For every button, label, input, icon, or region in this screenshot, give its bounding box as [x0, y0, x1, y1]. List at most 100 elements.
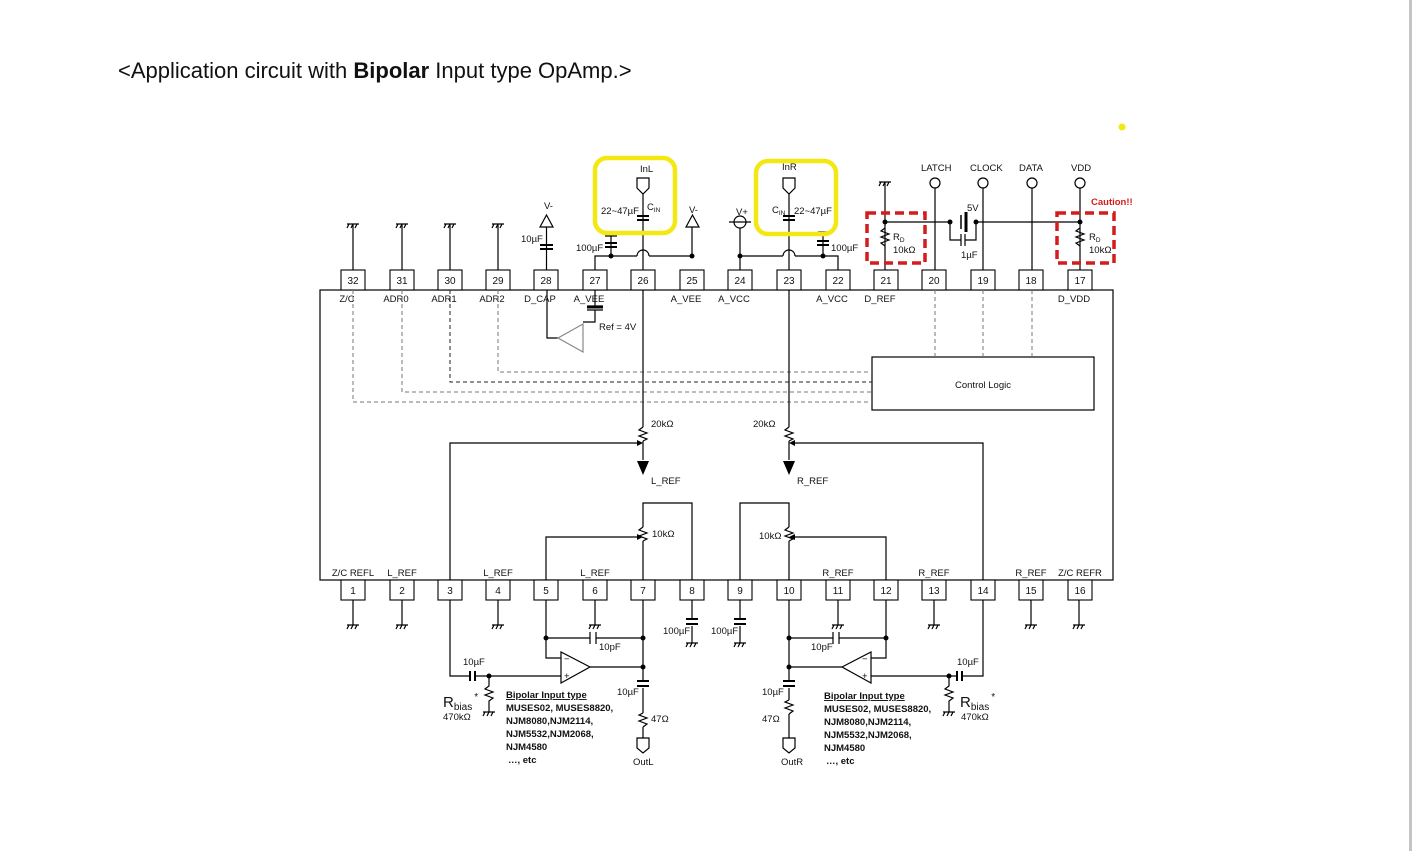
pin-23: 23	[776, 269, 802, 291]
pin-number: 24	[734, 276, 746, 287]
pin-number: 16	[1074, 586, 1086, 597]
pin-number: 13	[928, 586, 940, 597]
r-20k-label: 20kΩ	[753, 419, 775, 430]
r-ref-arrow-icon	[783, 461, 795, 475]
ref-voltage-label: Ref = 4V	[599, 322, 637, 333]
data-terminal-icon	[1026, 177, 1038, 189]
pin-28: 28D_CAP	[524, 269, 559, 305]
left-opamp-note: Bipolar Input type MUSES02, MUSES8820, N…	[506, 690, 613, 766]
pin-5: 5	[533, 579, 559, 601]
v-minus-2-label: V-	[689, 205, 698, 216]
input-right-label: InR	[782, 162, 797, 173]
pin-10: 10	[776, 579, 802, 601]
pin-6: 6 L_REF	[580, 568, 610, 601]
left-opamp-plus: +	[564, 671, 570, 682]
pin-15: 15R_REF	[1015, 568, 1047, 601]
rd-right-value: 10kΩ	[1089, 245, 1111, 256]
left-note-line: NJM5532,NJM2068,	[506, 729, 594, 740]
left-note-line: NJM8080,NJM2114,	[506, 716, 593, 727]
output-left-terminal-icon	[636, 737, 650, 754]
pin9-capacitor-label: 100µF	[711, 626, 738, 637]
pin-20: 20	[921, 269, 947, 291]
pin-number: 5	[543, 586, 549, 597]
pin-number: 6	[592, 586, 598, 597]
pin-number: 27	[589, 276, 601, 287]
output-right-terminal-icon	[782, 737, 796, 754]
pin-number: 23	[783, 276, 795, 287]
pin-21: 21D_REF	[864, 269, 899, 305]
bypass-capacitor-label: 1µF	[961, 250, 978, 261]
cin-left-value: 22~47µF	[601, 206, 639, 217]
cin-right-label: CIN	[772, 205, 786, 217]
pin-19: 19	[970, 269, 996, 291]
pin-7: 7	[630, 579, 656, 601]
pin-12: 12	[873, 579, 899, 601]
bottom-grounds: 100µF 100µF	[346, 600, 1085, 648]
caution-label: Caution!!	[1091, 197, 1133, 208]
pin-label: D_CAP	[524, 294, 556, 305]
pin-number: 11	[833, 586, 844, 597]
pin-22: 22A_VCC	[816, 269, 851, 305]
pin-4: 4L_REF	[483, 568, 513, 601]
pin-label: A_VEE	[671, 294, 702, 305]
pin-label: R_REF	[1015, 568, 1046, 579]
right-output-capacitor-label: 10µF	[762, 687, 784, 698]
ic-body	[319, 289, 1114, 581]
pin-label: R_REF	[822, 568, 853, 579]
right-rbias-value: 470kΩ	[961, 712, 989, 723]
pin-label: Z/C	[339, 294, 354, 305]
yellow-marker-dot	[1118, 123, 1126, 131]
top-ground-wires	[346, 223, 504, 270]
pin-number: 10	[783, 586, 795, 597]
battery-label: 5V	[967, 203, 979, 214]
pin-label: Z/C REFR	[1058, 568, 1102, 579]
pin-number: 21	[880, 276, 892, 287]
input-left-terminal-icon	[636, 177, 650, 195]
left-feedback-capacitor-label: 10pF	[599, 642, 621, 653]
pin-number: 31	[396, 276, 408, 287]
pin-16: 16 Z/C REFR	[1058, 568, 1102, 601]
rd-left-label: RD	[893, 232, 905, 244]
pin-number: 25	[686, 276, 698, 287]
signal-left: 20kΩ L_REF 10kΩ	[449, 290, 693, 580]
highlight-rd-left	[865, 211, 927, 265]
pin-number: 2	[399, 586, 405, 597]
pin-26: 26	[630, 269, 656, 291]
pin-number: 22	[832, 276, 844, 287]
avcc-network: V+ 100µF InR CIN 22~47µF	[729, 158, 858, 270]
v-minus-2-icon	[684, 213, 701, 228]
pin-label: L_REF	[580, 568, 610, 579]
right-opamp-plus: +	[862, 671, 868, 682]
left-rbias-label: Rbias*	[443, 692, 478, 713]
left-output-capacitor-label: 10µF	[617, 687, 639, 698]
left-rbias-value: 470kΩ	[443, 712, 471, 723]
highlight-rd-right	[1055, 211, 1116, 265]
right-opamp-icon	[840, 651, 872, 685]
pin-number: 30	[444, 276, 456, 287]
output-left-label: OutL	[633, 757, 654, 768]
title-prefix: <Application circuit with	[118, 58, 354, 83]
l-20k-label: 20kΩ	[651, 419, 673, 430]
right-note-line: …, etc	[826, 756, 855, 767]
l-ref-label: L_REF	[651, 476, 681, 487]
l-ref-arrow-icon	[637, 461, 649, 475]
data-label: DATA	[1019, 163, 1044, 174]
right-opamp-minus: −	[862, 654, 868, 665]
pin-9: 9	[727, 579, 753, 601]
pin-1: 1Z/C REFL	[332, 568, 374, 601]
left-note-line: MUSES02, MUSES8820,	[506, 703, 613, 714]
pin-label: A_VCC	[718, 294, 750, 305]
pin-number: 18	[1025, 276, 1037, 287]
vdd-label: VDD	[1071, 163, 1091, 174]
highlight-input-right	[753, 158, 839, 237]
pin-13: 13R_REF	[918, 568, 950, 601]
pin-label: Z/C REFL	[332, 568, 374, 579]
right-feedback-capacitor-label: 10pF	[811, 642, 833, 653]
l-10k-label: 10kΩ	[652, 529, 674, 540]
cin-left-label: CIN	[647, 202, 661, 214]
pin-8: 8	[679, 579, 705, 601]
pin-number: 19	[977, 276, 989, 287]
